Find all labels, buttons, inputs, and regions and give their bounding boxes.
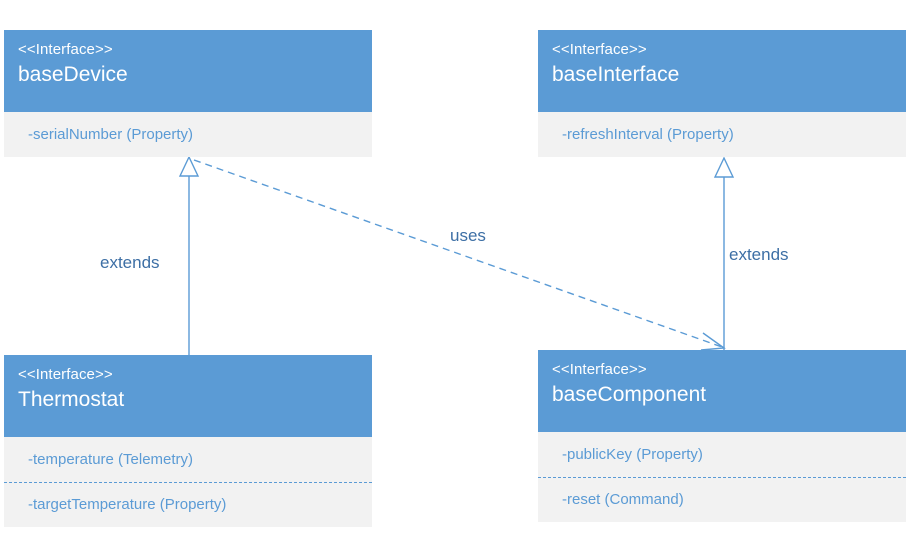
uml-class-basedevice-name: baseDevice: [18, 63, 128, 86]
open-arrowhead-uses: [700, 332, 726, 351]
edge-label-extends-left: extends: [100, 253, 160, 272]
hollow-triangle-arrowhead-left: [178, 155, 200, 177]
uml-member-publickey: -publicKey (Property): [562, 445, 703, 463]
uml-class-basedevice-header: <<Interface>> baseDevice: [4, 30, 372, 112]
uml-class-thermostat-header: <<Interface>> Thermostat: [4, 355, 372, 437]
uml-member-reset: -reset (Command): [538, 477, 906, 522]
uml-class-baseinterface-name: baseInterface: [552, 63, 680, 86]
uses-dashed-line: [193, 159, 723, 348]
uml-class-thermostat-body: -temperature (Telemetry) -targetTemperat…: [4, 437, 372, 527]
uml-member-serialnumber: -serialNumber (Property): [28, 125, 194, 143]
uml-class-baseinterface[interactable]: <<Interface>> baseInterface -refreshInte…: [538, 30, 906, 157]
uml-class-thermostat[interactable]: <<Interface>> Thermostat -temperature (T…: [4, 355, 372, 527]
uml-class-basedevice-body: -serialNumber (Property): [4, 112, 372, 157]
connector-thermostat-extends-basedevice: [178, 155, 200, 355]
uml-class-basedevice-stereotype: <<Interface>>: [18, 41, 113, 58]
uml-class-thermostat-stereotype: <<Interface>>: [18, 366, 113, 383]
uml-member-targettemperature: -targetTemperature (Property): [4, 482, 372, 527]
uml-class-baseinterface-body: -refreshInterval (Property): [538, 112, 906, 157]
uml-class-baseinterface-header: <<Interface>> baseInterface: [538, 30, 906, 112]
edge-label-uses: uses: [450, 226, 486, 245]
uml-class-basecomponent-body: -publicKey (Property) -reset (Command): [538, 432, 906, 522]
uml-class-basecomponent-header: <<Interface>> baseComponent: [538, 350, 906, 432]
uml-class-basedevice[interactable]: <<Interface>> baseDevice -serialNumber (…: [4, 30, 372, 157]
edge-label-extends-right: extends: [729, 245, 789, 264]
connector-basedevice-uses-basecomponent: [193, 159, 726, 351]
connector-basecomponent-extends-baseinterface: [713, 156, 735, 350]
hollow-triangle-arrowhead-right: [713, 156, 735, 178]
uml-member-temperature: -temperature (Telemetry): [28, 450, 194, 468]
uml-class-basecomponent-stereotype: <<Interface>>: [552, 361, 647, 378]
uml-class-thermostat-name: Thermostat: [18, 388, 125, 411]
uml-member-refreshinterval: -refreshInterval (Property): [562, 125, 734, 143]
uml-class-basecomponent-name: baseComponent: [552, 383, 707, 406]
uml-class-baseinterface-stereotype: <<Interface>>: [552, 41, 647, 58]
uml-class-basecomponent[interactable]: <<Interface>> baseComponent -publicKey (…: [538, 350, 906, 522]
